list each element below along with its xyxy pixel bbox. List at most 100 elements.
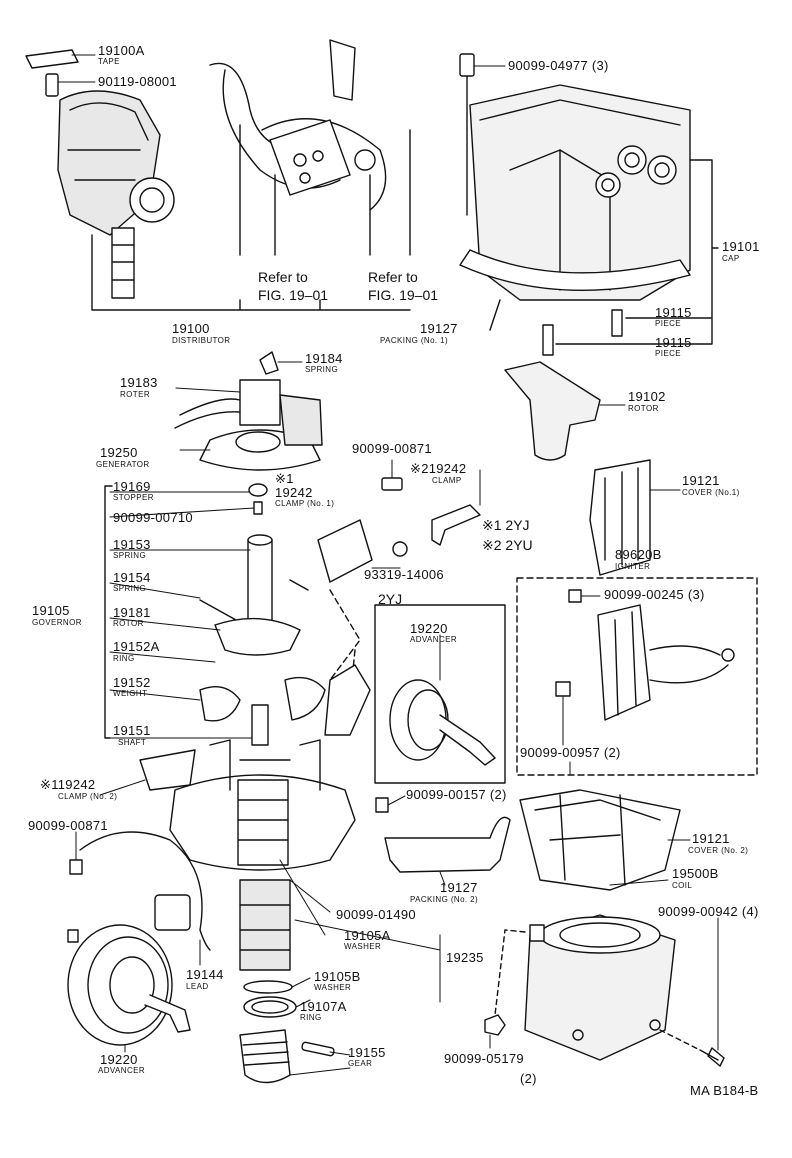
advancer-drawing [67,924,191,1046]
part-90099-00957-number: 90099-00957 (2) [520,745,621,760]
part-19153-number: 19153 [113,537,151,552]
part-19155-name: GEAR [348,1059,373,1068]
part-90099-05179-number: 90099-05179 [444,1051,524,1066]
part-19121-no1-number: 19121 [682,473,720,488]
part-19107A-name: RING [300,1013,322,1022]
part-90099-00942-number: 90099-00942 (4) [658,904,759,919]
clamp-drawing [431,504,481,546]
part-19102-number: 19102 [628,389,666,404]
note-2-2yu: ※2 2YU [482,537,533,553]
coil-drawing [524,914,676,1061]
part-19242-clamp-number: ※219242 [410,461,467,476]
cover-no2-drawing [519,789,681,891]
part-90099-00871-a-number: 90099-00871 [352,441,432,456]
part-19127-number: 19127 [420,321,458,336]
part-19151-number: 19151 [113,723,151,738]
washer-19105b-drawing [243,980,293,994]
governor-callout-bracket [104,485,113,739]
part-19101-number: 19101 [722,239,760,254]
part-19105-name: GOVERNOR [32,618,82,627]
generator-drawing [174,351,323,471]
part-19100-name: DISTRIBUTOR [172,336,231,345]
part-19144-name: LEAD [186,982,209,991]
part-19127-no2-number: 19127 [440,880,478,895]
part-19121-no1-name: COVER (No.1) [682,488,740,497]
part-19242-clamp-no2-name: CLAMP (No. 2) [58,792,118,801]
part-19105B-number: 19105B [314,969,361,984]
igniter-drawing [555,589,735,721]
part-19242-clamp-no1-name: CLAMP (No. 1) [275,499,335,508]
part-19100-number: 19100 [172,321,210,336]
screw-s-drawing [392,541,408,557]
part-19155-number: 19155 [348,1045,386,1060]
distributor-callout-lines [91,234,411,311]
part-19153-name: SPRING [113,551,147,560]
part-19184-number: 19184 [305,351,343,366]
part-19152A-number: 19152A [113,639,160,654]
part-19115-a-name: PIECE [655,319,682,328]
igniter-variant-box [516,577,758,776]
advancer-variant-box [374,604,506,784]
part-19169-name: STOPPER [113,493,154,502]
part-19184-name: SPRING [305,365,339,374]
part-19105-number: 19105 [32,603,70,618]
note-1-2yj: ※1 2YJ [482,517,530,533]
part-19115-b-name: PIECE [655,349,682,358]
part-19154-name: SPRING [113,584,147,593]
cover-no1-drawing [589,459,651,576]
part-90099-05179-qty: (2) [520,1071,537,1086]
leader-lines [57,54,719,1076]
rotor-drawing [504,361,601,461]
cap-callout-lines [489,159,719,345]
part-89620B-name: IGNITER [615,562,651,571]
wiring-harness-drawing [209,39,411,256]
part-19102-name: ROTOR [628,404,659,413]
refer-note-1: Refer to [258,269,308,285]
variant-heading-2yj: 2YJ [378,591,403,607]
part-93319-14006-number: 93319-14006 [364,567,444,582]
distributor-cap-drawing [459,53,691,356]
part-19250-number: 19250 [100,445,138,460]
part-19154-number: 19154 [113,570,151,585]
part-90099-01490-number: 90099-01490 [336,907,416,922]
part-19242-clamp-no1-number: 19242 [275,485,313,500]
part-19152A-name: RING [113,654,135,663]
part-19127-name: PACKING (No. 1) [380,336,449,345]
part-19105A-number: 19105A [344,928,391,943]
bolt-dashed-line [659,1029,701,1051]
part-19250-name: GENERATOR [96,460,150,469]
refer-fig-2: FIG. 19–01 [368,287,439,303]
part-19183-name: ROTER [120,390,150,399]
part-19152-name: WEIGHT [113,689,148,698]
part-19105B-name: WASHER [314,983,352,992]
part-19500B-name: COIL [672,881,693,890]
part-89620B-number: 89620B [615,547,662,562]
ring-inner [251,1000,289,1014]
part-19235-number: 19235 [446,950,484,965]
gear-teeth [242,1041,290,1066]
screw-00157-drawing [375,797,389,813]
part-19181-name: ROTOR [113,619,144,628]
gear-drawing [239,1029,291,1084]
part-19100A-number: 19100A [98,43,145,58]
part-19181-number: 19181 [113,605,151,620]
part-19100A-name: TAPE [98,57,120,66]
bolt-drawing [699,1047,725,1067]
clamp-no1-drawing [317,519,373,583]
part-19242-clamp-no2-number: ※119242 [40,777,96,792]
gear-pin-drawing [301,1041,335,1057]
part-90099-00245-number: 90099-00245 (3) [604,587,705,602]
part-19220-number: 19220 [100,1052,138,1067]
part-19220-2yj-number: 19220 [410,621,448,636]
governor-shaft-drawing [199,483,326,746]
screw-drawing [381,477,403,491]
part-19121-no2-number: 19121 [692,831,730,846]
part-90099-04977-number: 90099-04977 (3) [508,58,609,73]
part-19500B-number: 19500B [672,866,719,881]
nut-drawing [484,1014,506,1036]
part-19152-number: 19152 [113,675,151,690]
note-mark-1: ※1 [275,471,294,486]
part-19115-a-number: 19115 [655,305,692,320]
part-90099-00710-number: 90099-00710 [113,510,193,525]
